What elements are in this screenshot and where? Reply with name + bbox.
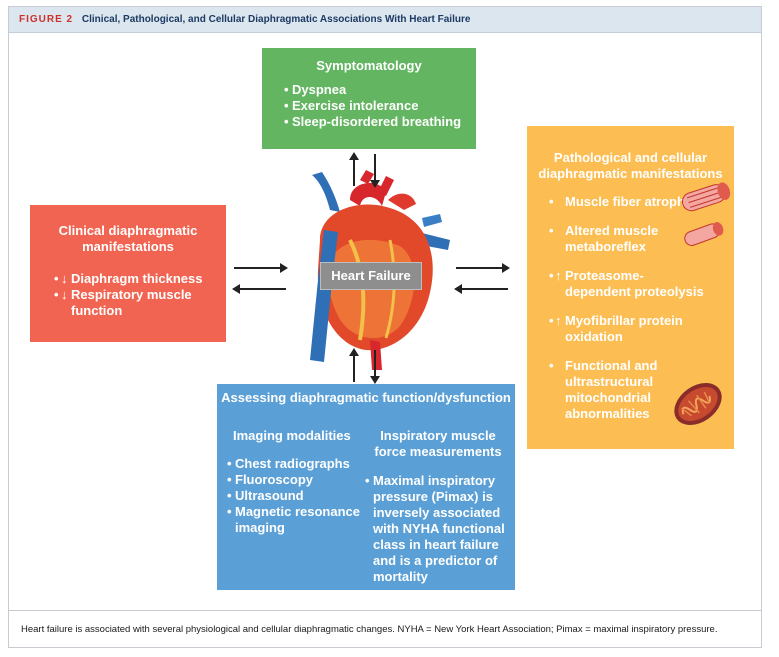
figure-title: Clinical, Pathological, and Cellular Dia… — [81, 14, 471, 25]
force-list: Maximal inspiratory pressure (Pimax) is … — [365, 473, 511, 585]
pathological-list: Muscle fiber atrophy Altered muscle meta… — [527, 194, 705, 422]
list-item: Magnetic resonance imaging — [227, 504, 367, 536]
arrow-heart-to-symptomatology — [349, 152, 359, 186]
list-item: Fluoroscopy — [227, 472, 367, 488]
symptomatology-list: Dyspnea Exercise intolerance Sleep-disor… — [262, 82, 476, 130]
imaging-title: Imaging modalities — [233, 428, 351, 443]
list-item: ↑Proteasome-dependent proteolysis — [545, 268, 705, 300]
force-title: Inspiratory muscle force measurements — [374, 428, 502, 459]
list-item: Exercise intolerance — [284, 98, 476, 114]
arrow-heart-to-clinical — [232, 284, 286, 294]
down-arrow-icon: ↓ — [61, 287, 68, 302]
mitochondrion-illustration — [674, 383, 722, 425]
down-arrow-icon: ↓ — [61, 271, 68, 286]
list-item: ↓Diaphragm thickness — [54, 271, 216, 287]
assessing-title: Assessing diaphragmatic function/dysfunc… — [221, 390, 511, 405]
figure-label: FIGURE 2 — [19, 14, 74, 25]
heart-failure-label: Heart Failure — [320, 262, 422, 290]
arrow-symptomatology-to-heart — [370, 154, 380, 188]
list-item: Altered muscle metaboreflex — [545, 223, 705, 255]
arrow-heart-to-pathological — [456, 263, 510, 273]
force-column: Inspiratory muscle force measurements Ma… — [365, 428, 511, 585]
clinical-list: ↓Diaphragm thickness ↓Respiratory muscle… — [40, 271, 216, 319]
list-item-text: Respiratory muscle function — [71, 287, 192, 318]
list-item-text: Functional and ultrastructural mitochond… — [565, 358, 658, 421]
arrow-pathological-to-heart — [454, 284, 508, 294]
imaging-list: Chest radiographs Fluoroscopy Ultrasound… — [227, 456, 367, 536]
list-item-text: Proteasome-dependent proteolysis — [565, 268, 704, 299]
up-arrow-icon: ↑ — [555, 268, 562, 283]
up-arrow-icon: ↑ — [555, 313, 562, 328]
list-item: Dyspnea — [284, 82, 476, 98]
symptomatology-title: Symptomatology — [316, 58, 422, 73]
imaging-column: Imaging modalities Chest radiographs Flu… — [227, 428, 367, 536]
list-item-text: Muscle fiber atrophy — [565, 194, 693, 209]
assessing-box: Assessing diaphragmatic function/dysfunc… — [217, 384, 515, 590]
list-item: Chest radiographs — [227, 456, 367, 472]
muscle-fiber-small-illustration — [684, 222, 724, 246]
arrow-heart-to-assessing — [370, 350, 380, 384]
list-item: Maximal inspiratory pressure (Pimax) is … — [365, 473, 511, 585]
list-item: Sleep-disordered breathing — [284, 114, 476, 130]
list-item-text: Altered muscle metaboreflex — [565, 223, 659, 254]
list-item: Muscle fiber atrophy — [545, 194, 705, 210]
figure-caption: Heart failure is associated with several… — [9, 610, 761, 647]
muscle-fiber-illustration — [681, 182, 731, 212]
list-item-text: Diaphragm thickness — [71, 271, 203, 286]
list-item: ↑Myofibrillar protein oxidation — [545, 313, 705, 345]
arrow-assessing-to-heart — [349, 348, 359, 382]
list-item: Functional and ultrastructural mitochond… — [545, 358, 705, 422]
list-item: ↓Respiratory muscle function — [54, 287, 216, 319]
symptomatology-box: Symptomatology Dyspnea Exercise intolera… — [262, 48, 476, 149]
clinical-manifestations-box: Clinical diaphragmatic manifestations ↓D… — [30, 205, 226, 342]
clinical-title: Clinical diaphragmatic manifestations — [58, 223, 198, 254]
pathological-title: Pathological and cellular diaphragmatic … — [538, 150, 723, 181]
list-item: Ultrasound — [227, 488, 367, 504]
figure-header: FIGURE 2 Clinical, Pathological, and Cel… — [9, 7, 761, 33]
list-item-text: Myofibrillar protein oxidation — [565, 313, 683, 344]
arrow-clinical-to-heart — [234, 263, 288, 273]
